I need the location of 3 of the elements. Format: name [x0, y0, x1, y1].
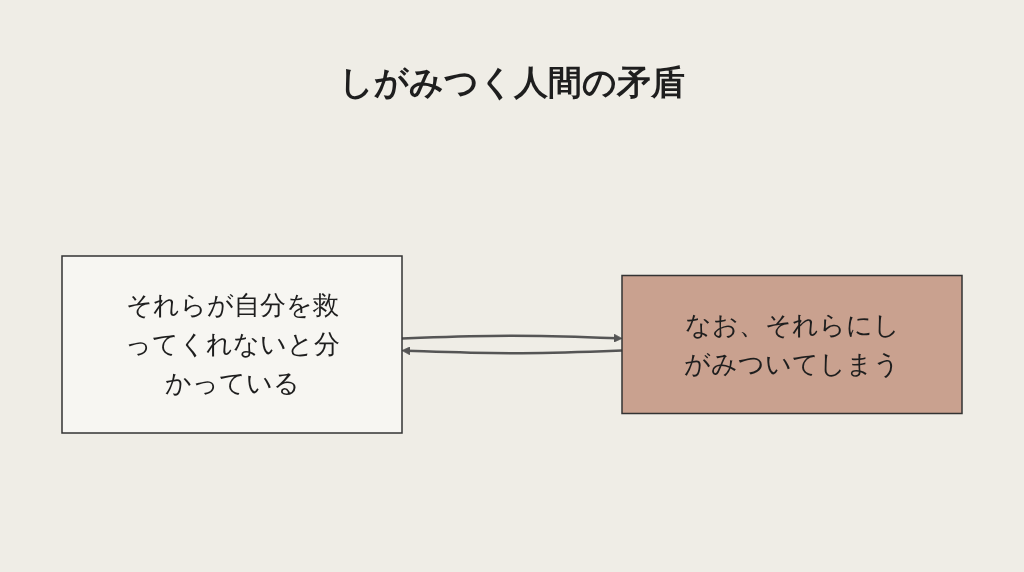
- node-box: それらが自分を救ってくれないと分かっている: [61, 254, 403, 434]
- node-box: なお、それらにしがみついてしまう: [621, 274, 963, 414]
- title: しがみつく人間の矛盾: [339, 61, 685, 104]
